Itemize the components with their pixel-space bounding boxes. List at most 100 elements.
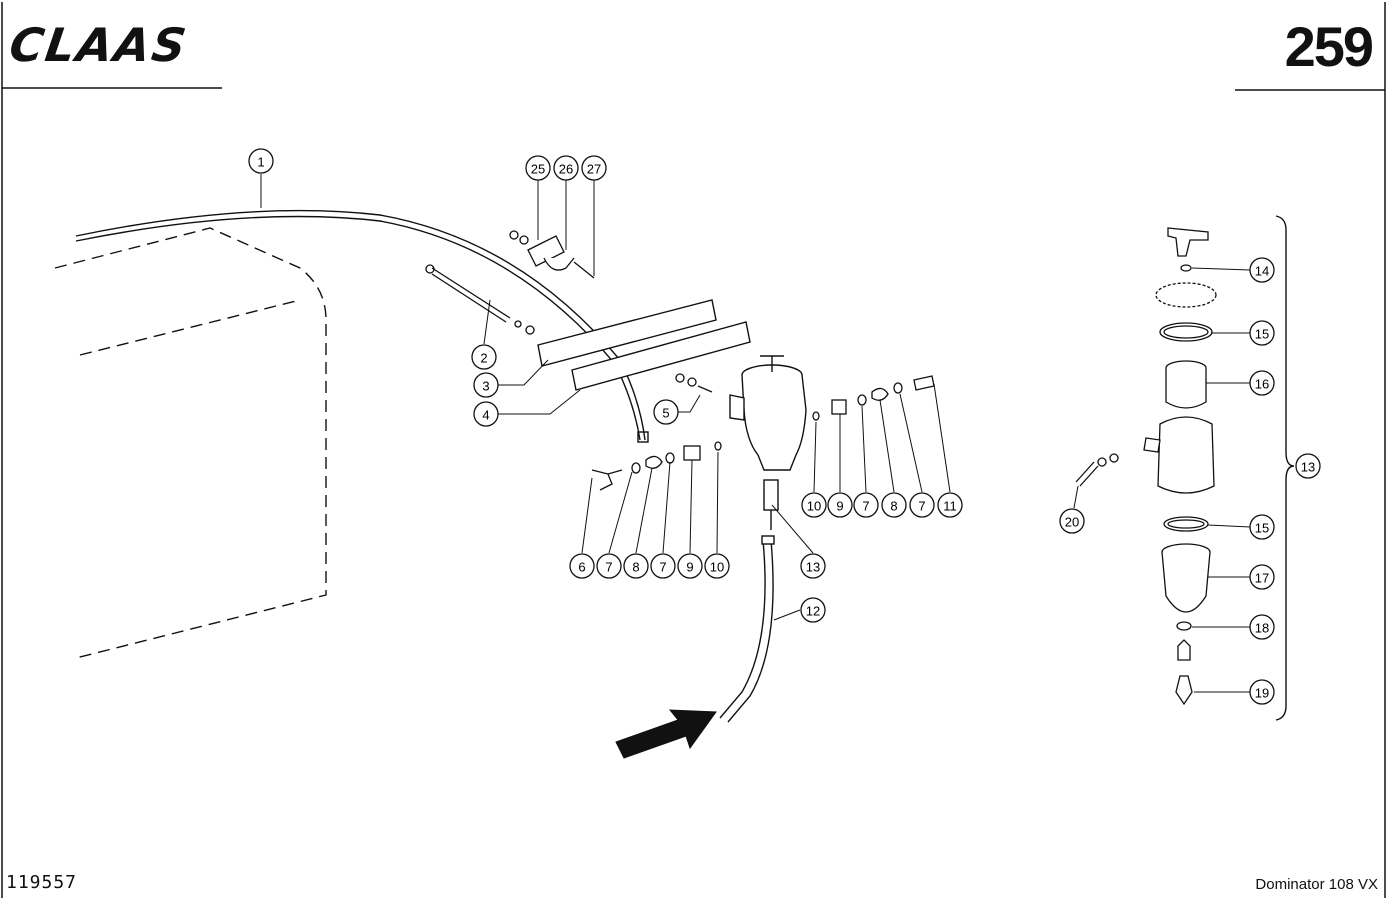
callout-label: 3: [482, 379, 489, 394]
callout-label: 7: [659, 560, 666, 575]
callout-circle: [1295, 453, 1321, 479]
callout-label: 16: [1255, 377, 1269, 392]
callout-label: 26: [559, 162, 573, 177]
group-brace: [1275, 215, 1295, 721]
callout-label: 7: [605, 560, 612, 575]
callout-circle: [1249, 564, 1275, 590]
fuel-filter-assembly: [729, 355, 807, 530]
right-fittings: [812, 375, 935, 421]
callout-circle: [473, 401, 499, 427]
callout-circle: [1059, 508, 1085, 534]
callout-7: 7: [596, 553, 622, 579]
callout-13: 13: [1295, 453, 1321, 479]
page-number: 259: [1284, 15, 1374, 78]
callout-label: 18: [1255, 621, 1269, 636]
callout-9: 9: [677, 553, 703, 579]
flow-arrow: [615, 709, 717, 759]
callout-circle: [853, 492, 879, 518]
callout-label: 8: [890, 499, 897, 514]
callout-14: 14: [1249, 257, 1275, 283]
callout-9: 9: [827, 492, 853, 518]
callout-circle: [1249, 614, 1275, 640]
callout-label: 15: [1255, 521, 1269, 536]
callout-label: 5: [662, 406, 669, 421]
exploded-filter: [1075, 227, 1217, 706]
callout-circle: [937, 492, 963, 518]
document-id: 119557: [6, 872, 78, 893]
callout-20: 20: [1059, 508, 1085, 534]
callout-3: 3: [473, 372, 499, 398]
callout-circle: [1249, 370, 1275, 396]
callout-18: 18: [1249, 614, 1275, 640]
callout-label: 13: [806, 560, 820, 575]
callout-8: 8: [623, 553, 649, 579]
callout-circle: [473, 372, 499, 398]
callout-circle: [827, 492, 853, 518]
callout-26: 26: [553, 155, 579, 181]
small-bracket: [509, 230, 595, 279]
hose: [719, 535, 775, 723]
callout-circle: [1249, 679, 1275, 705]
callout-circle: [909, 492, 935, 518]
callout-circle: [525, 155, 551, 181]
callout-label: 13: [1301, 460, 1315, 475]
callout-circle: [1249, 320, 1275, 346]
callout-2: 2: [471, 344, 497, 370]
callout-label: 8: [632, 560, 639, 575]
callout-label: 27: [587, 162, 601, 177]
callout-7: 7: [909, 492, 935, 518]
callout-label: 1: [257, 155, 264, 170]
callout-label: 19: [1255, 686, 1269, 701]
callout-label: 9: [686, 560, 693, 575]
callout-8: 8: [881, 492, 907, 518]
model-name: Dominator 108 VX: [1255, 876, 1378, 893]
fuel-line: [75, 209, 649, 443]
mounting-brackets: [537, 299, 751, 391]
callout-19: 19: [1249, 679, 1275, 705]
callout-circle: [596, 553, 622, 579]
callout-4: 4: [473, 401, 499, 427]
left-fittings: [591, 441, 722, 491]
callout-label: 25: [531, 162, 545, 177]
callout-7: 7: [650, 553, 676, 579]
callout-circle: [801, 492, 827, 518]
callout-7: 7: [853, 492, 879, 518]
callout-15: 15: [1249, 320, 1275, 346]
callout-label: 4: [482, 408, 489, 423]
callout-circle: [248, 148, 274, 174]
callout-label: 7: [918, 499, 925, 514]
callout-label: 7: [862, 499, 869, 514]
callout-label: 14: [1255, 264, 1269, 279]
callout-13: 13: [800, 553, 826, 579]
callout-12: 12: [800, 597, 826, 623]
washers: [675, 373, 713, 393]
callout-11: 11: [937, 492, 963, 518]
fuel-tank-outline: [54, 227, 327, 659]
callout-label: 10: [710, 560, 724, 575]
callout-label: 15: [1255, 327, 1269, 342]
callout-circle: [653, 399, 679, 425]
long-bolt: [425, 264, 535, 335]
callout-circle: [800, 553, 826, 579]
callout-circle: [800, 597, 826, 623]
callout-25: 25: [525, 155, 551, 181]
callout-circle: [569, 553, 595, 579]
callout-6: 6: [569, 553, 595, 579]
callout-1: 1: [248, 148, 274, 174]
callout-circle: [623, 553, 649, 579]
callout-label: 12: [806, 604, 820, 619]
callout-label: 6: [578, 560, 585, 575]
callout-circle: [553, 155, 579, 181]
callout-circle: [677, 553, 703, 579]
callout-17: 17: [1249, 564, 1275, 590]
callout-5: 5: [653, 399, 679, 425]
callout-circle: [1249, 257, 1275, 283]
callout-circle: [581, 155, 607, 181]
callout-label: 20: [1065, 515, 1079, 530]
callout-label: 17: [1255, 571, 1269, 586]
leader-lines: [260, 174, 1251, 693]
callout-circle: [881, 492, 907, 518]
